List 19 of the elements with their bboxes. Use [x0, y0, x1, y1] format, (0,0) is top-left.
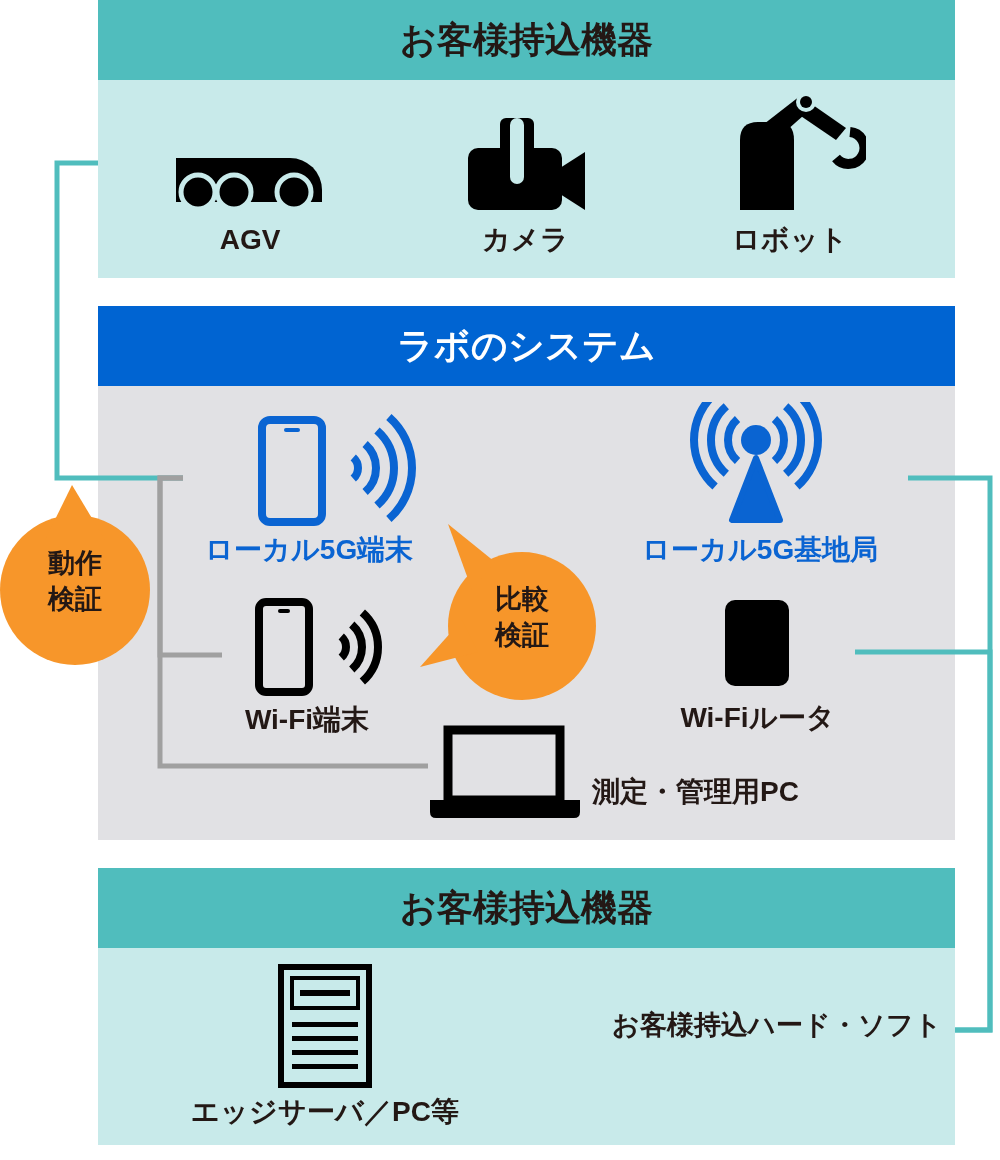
device-label: ローカル5G基地局 [640, 533, 880, 567]
device-label: ローカル5G端末 [203, 533, 415, 567]
device-label: AGV [218, 223, 282, 257]
bubble-text: 動作検証 [46, 547, 103, 616]
connector-line [157, 475, 428, 769]
device-label: ロボット [731, 223, 849, 257]
device-label: エッジサーバ／PC等 [190, 1095, 460, 1129]
device-label: Wi-Fiルータ [679, 701, 836, 735]
connector-line [855, 649, 993, 1033]
panel-heading: ラボのシステム [98, 306, 955, 386]
panel [98, 868, 955, 1145]
device-label: 測定・管理用PC [592, 775, 800, 809]
panel-heading: お客様持込機器 [98, 0, 955, 80]
bubble-text: 比較検証 [493, 583, 550, 652]
device-label: Wi-Fi端末 [243, 703, 371, 737]
note-text: お客様持込ハード・ソフト [612, 1005, 952, 1045]
panel-heading: お客様持込機器 [98, 868, 955, 948]
device-label: カメラ [480, 223, 570, 257]
panel [98, 0, 955, 278]
